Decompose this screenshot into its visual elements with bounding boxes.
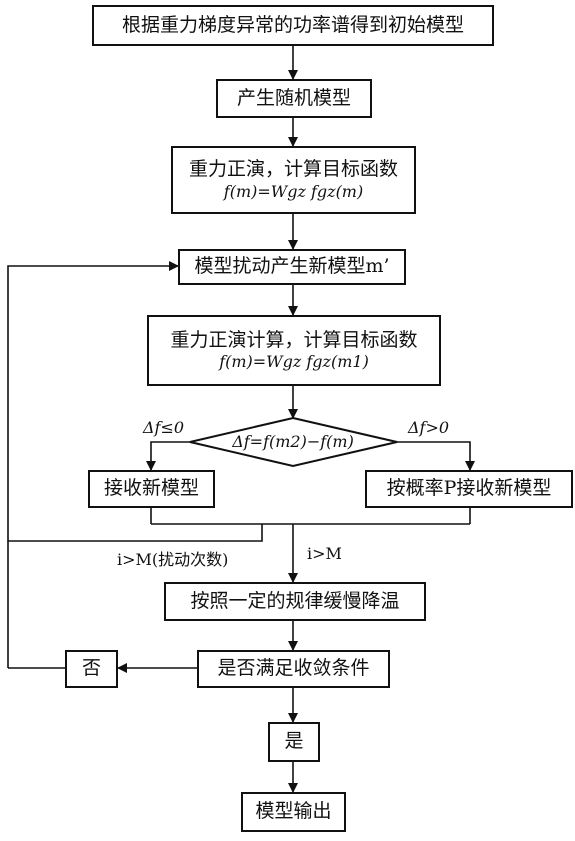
node-converge: 是否满足收敛条件 (197, 650, 390, 688)
arrow-decision-to-accept-prob (397, 441, 475, 471)
node-forward1-text: 重力正演，计算目标函数 (188, 158, 398, 181)
node-yes: 是 (268, 722, 320, 762)
node-perturb: 模型扰动产生新模型m’ (178, 249, 406, 285)
label-df-le: Δf≤0 (143, 418, 185, 437)
arrow-decision-to-accept (146, 441, 190, 471)
node-forward2: 重力正演计算，计算目标函数 f(m)=Wgz fgz(m1) (147, 315, 441, 386)
decision-text: Δf=f(m2)−f(m) (232, 432, 354, 451)
node-yes-text: 是 (284, 730, 304, 753)
node-output: 模型输出 (241, 792, 346, 832)
node-accept-prob-text: 按概率P接收新模型 (386, 477, 552, 500)
node-perturb-text: 模型扰动产生新模型m’ (194, 255, 390, 278)
node-random-model-text: 产生随机模型 (236, 86, 351, 109)
node-forward2-formula: f(m)=Wgz fgz(m1) (219, 352, 369, 372)
node-accept-text: 接收新模型 (103, 477, 199, 500)
node-initial-model-text: 根据重力梯度异常的功率谱得到初始模型 (121, 13, 464, 36)
node-forward2-text: 重力正演计算，计算目标函数 (170, 328, 418, 351)
node-forward1-formula: f(m)=Wgz fgz(m) (223, 181, 364, 201)
node-cool: 按照一定的规律缓慢降温 (164, 582, 426, 621)
label-i-gt-m-loop: i>M(扰动次数) (117, 550, 229, 569)
node-initial-model: 根据重力梯度异常的功率谱得到初始模型 (92, 5, 494, 46)
node-accept: 接收新模型 (88, 470, 215, 508)
label-df-gt: Δf>0 (408, 418, 450, 437)
node-no: 否 (65, 650, 118, 688)
label-i-gt-m: i>M (307, 544, 342, 563)
node-cool-text: 按照一定的规律缓慢降温 (190, 589, 400, 612)
node-forward1: 重力正演，计算目标函数 f(m)=Wgz fgz(m) (171, 146, 416, 214)
node-accept-prob: 按概率P接收新模型 (365, 470, 573, 508)
node-random-model: 产生随机模型 (216, 79, 372, 118)
node-no-text: 否 (81, 657, 101, 680)
decision-diamond (189, 416, 398, 468)
node-converge-text: 是否满足收敛条件 (217, 657, 370, 680)
node-output-text: 模型输出 (255, 800, 332, 823)
